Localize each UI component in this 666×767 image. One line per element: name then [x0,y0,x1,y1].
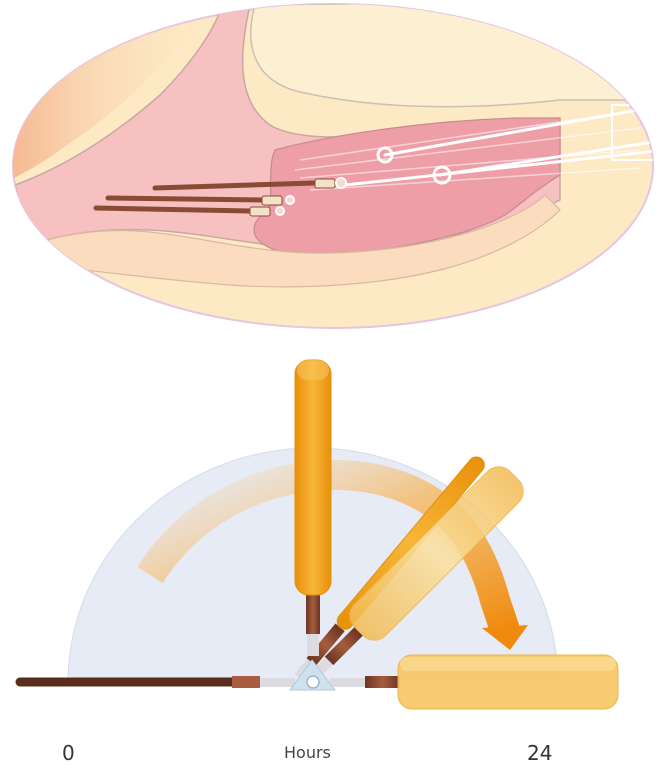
axis-start-label: 0 [62,741,75,765]
rotation-panel [20,360,618,709]
axis-title-label: Hours [284,743,331,762]
cross-section-panel [0,0,666,328]
axis-end-label: 24 [527,741,552,765]
needle-position-0 [20,676,295,688]
